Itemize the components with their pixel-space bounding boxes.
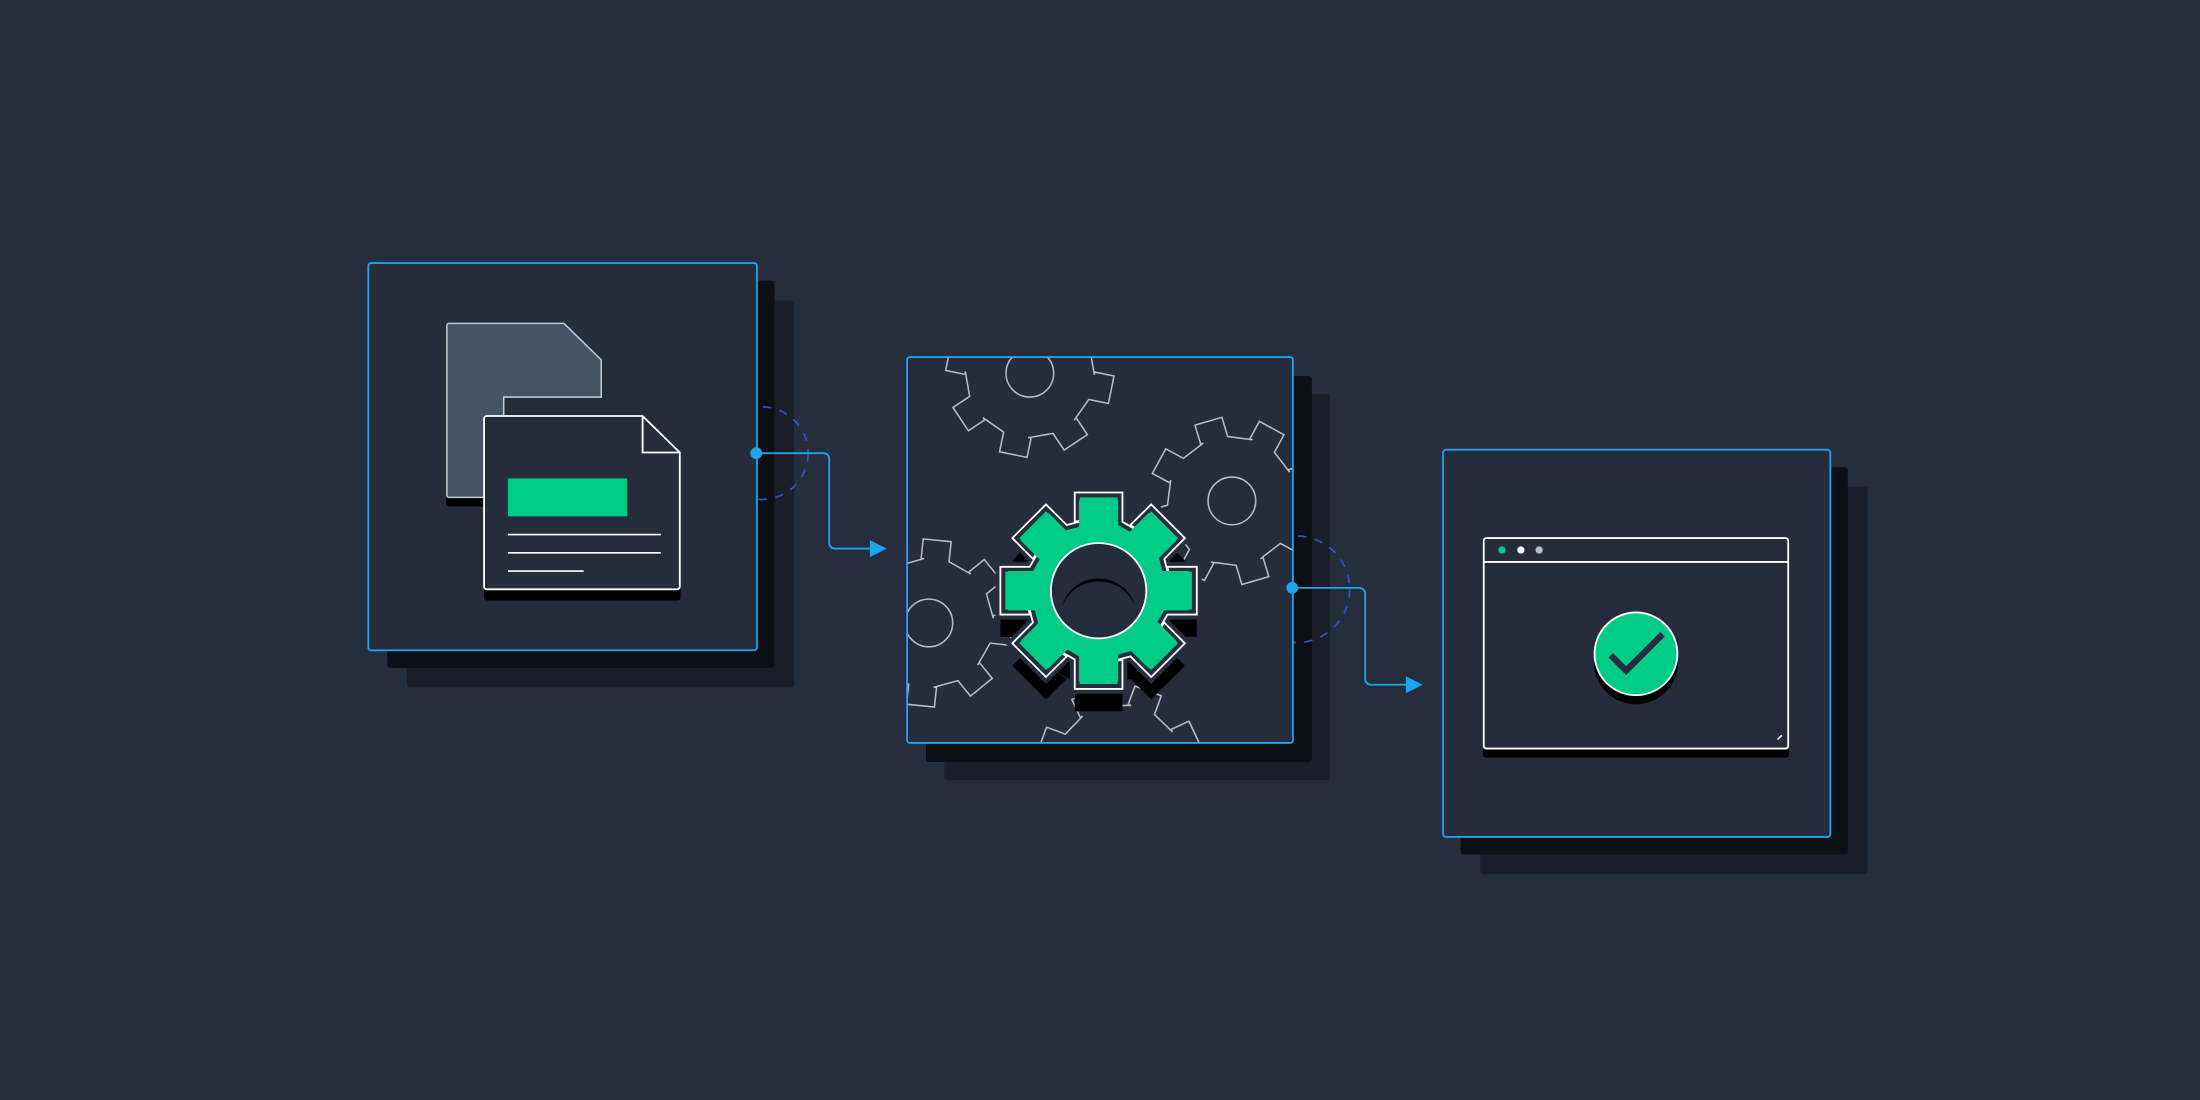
outline-gear-icon [1040, 685, 1200, 743]
outline-gear-icon [907, 538, 1014, 708]
success-check-icon [1593, 611, 1679, 697]
browser-window-icon [1482, 537, 1790, 758]
gear-hole-shadow [1062, 578, 1136, 607]
window-dot-white [1517, 546, 1525, 554]
dashed-orbit [1242, 535, 1351, 644]
document-highlight-bar [507, 478, 628, 517]
arrowhead-icon [1405, 676, 1423, 694]
connector-arrow-2 [1286, 581, 1423, 694]
step-card-documents [367, 262, 810, 688]
step-card-processing [906, 356, 1351, 781]
outline-gear-hole [1207, 476, 1257, 526]
gear-icon [995, 487, 1202, 712]
connector-dot [750, 447, 763, 460]
outline-gear-icon [1147, 416, 1293, 586]
arrowhead-icon [869, 540, 887, 558]
outline-gear-hole [907, 598, 954, 648]
window-dot-green [1498, 546, 1506, 554]
checkmark-icon [1608, 631, 1665, 676]
outline-gear-icon [944, 357, 1115, 459]
gear-hole [1049, 542, 1148, 640]
connector-arrow-1 [750, 447, 887, 558]
documents-icon [446, 322, 681, 601]
resize-handle-icon [1777, 734, 1783, 741]
window-dot-gray [1535, 546, 1543, 554]
background-gears-icon [907, 357, 1293, 743]
connector-dot [1286, 581, 1299, 594]
outline-gear-hole [1005, 357, 1055, 398]
step-card-success [1442, 448, 1868, 875]
